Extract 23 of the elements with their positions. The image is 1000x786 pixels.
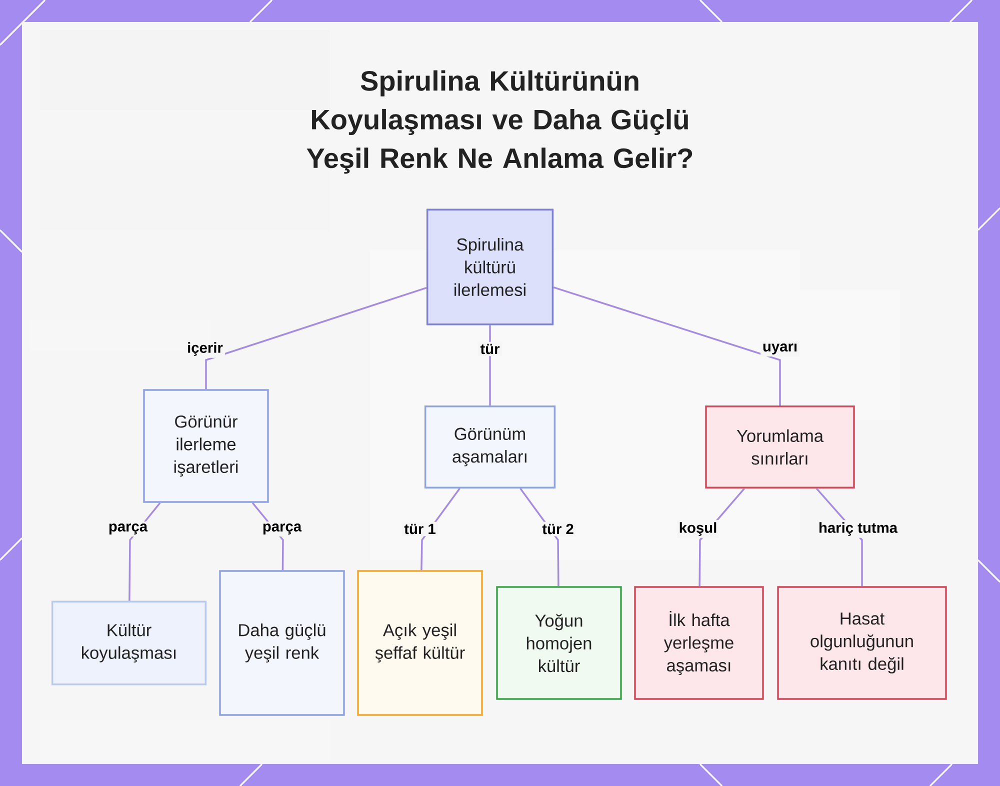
concept-box: Görünür ilerleme işaretleri xyxy=(143,389,269,503)
concept-box: Hasat olgunluğunun kanıtı değil xyxy=(777,586,947,700)
concept-box: Yoğun homojen kültür xyxy=(496,586,622,700)
edge-label: içerir xyxy=(185,340,225,358)
edge-label: tür xyxy=(478,342,502,356)
connector xyxy=(489,325,491,406)
edge-label: tür 2 xyxy=(540,522,576,536)
title: Spirulina Kültürünün Koyulaşması ve Daha Güçlü Yeşil Renk Ne Anlama Gelir? xyxy=(306,70,692,174)
concept-box: Spirulina kültürü ilerlemesi xyxy=(426,208,554,326)
concept-box: Kültür koyulaşması xyxy=(51,600,207,686)
edge-label: uyarı xyxy=(760,342,800,356)
edge-label: tür 1 xyxy=(402,522,438,536)
concept-box: Görünüm aşamaları xyxy=(424,405,556,489)
connector xyxy=(205,286,427,390)
concept-box: İlk hafta yerleşme aşaması xyxy=(634,586,764,700)
concept-box: Daha güçlü yeşil renk xyxy=(219,570,345,716)
edge-label: koşul xyxy=(676,520,720,538)
concept-box: Açık yeşil şeffaf kültür xyxy=(357,570,483,716)
edge-label: parça xyxy=(106,522,150,536)
edge-label: hariç tutma xyxy=(816,520,900,538)
edge-label: parça xyxy=(260,522,304,536)
connector xyxy=(553,286,781,406)
concept-box: Yorumlama sınırları xyxy=(705,405,855,489)
